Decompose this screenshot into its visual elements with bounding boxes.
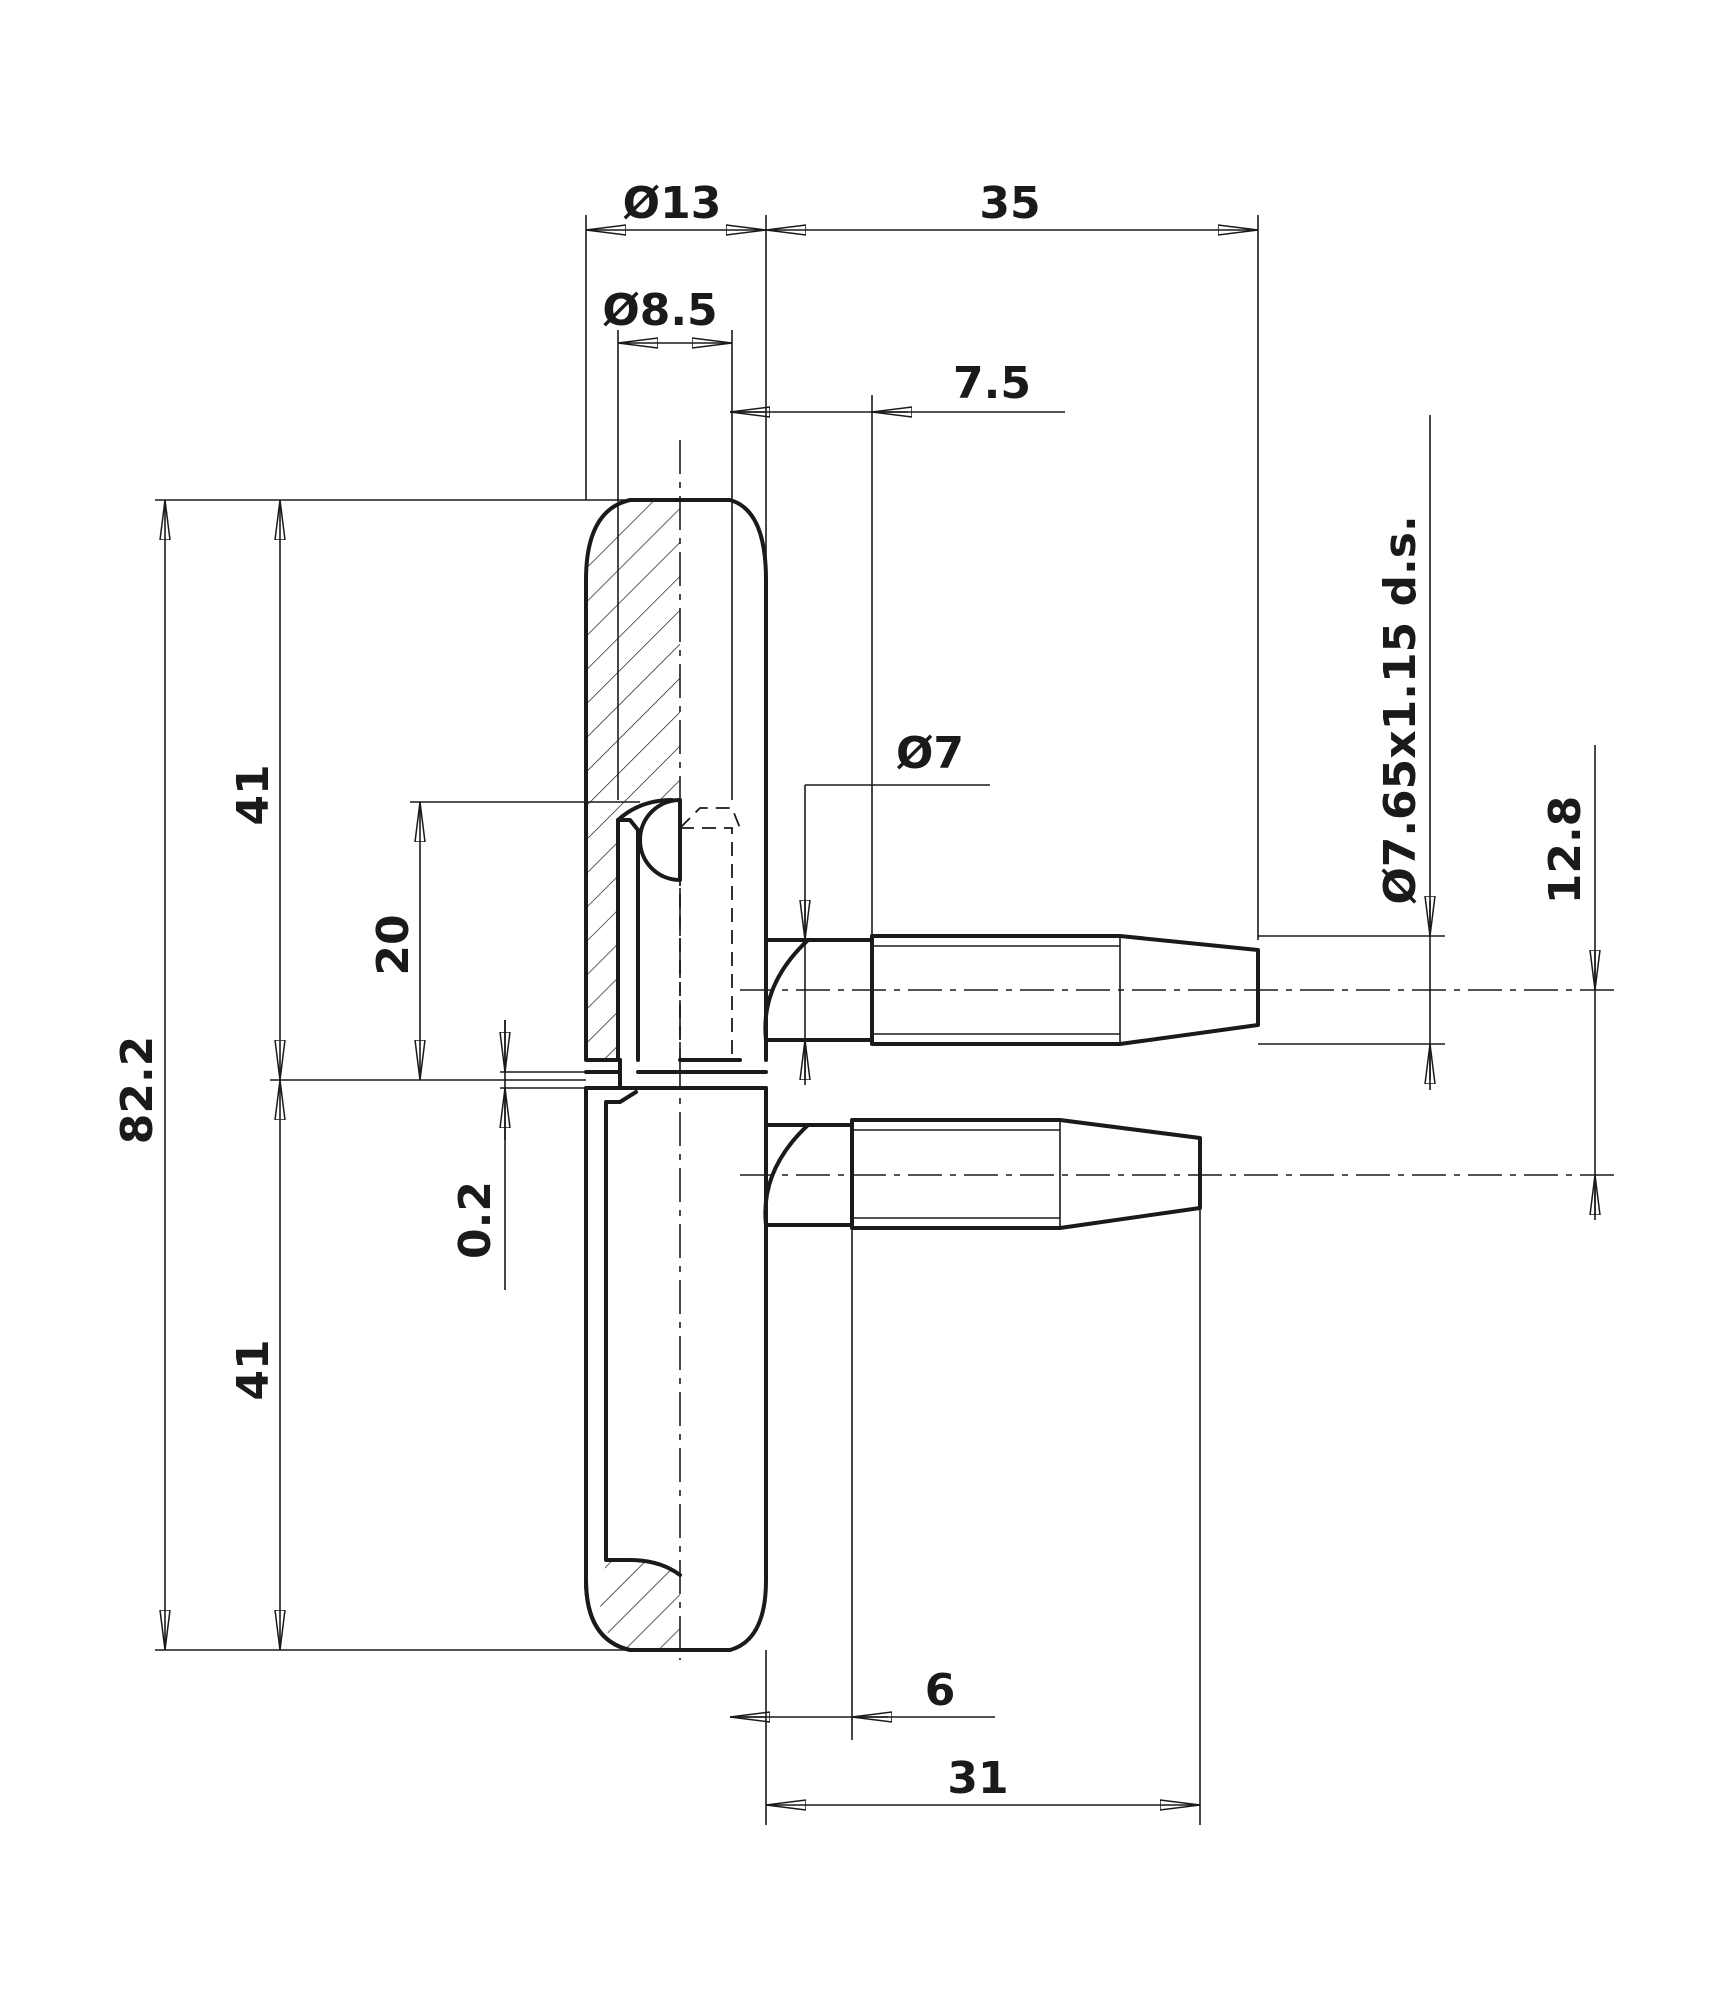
dim-dia-7: Ø7 <box>896 728 964 779</box>
dim-len-41-bottom: 41 <box>228 1339 279 1400</box>
dim-len-7-5: 7.5 <box>953 358 1031 409</box>
lower-screw-pin <box>763 1118 1202 1230</box>
hidden-pin <box>679 807 741 1060</box>
hinge-barrel <box>584 498 768 1652</box>
dim-dia-13: Ø13 <box>623 178 722 229</box>
lower-cap-hatch <box>600 1560 680 1650</box>
bearing-ball <box>638 798 682 882</box>
dim-len-41-top: 41 <box>228 764 279 825</box>
dim-len-12-8: 12.8 <box>1540 796 1591 905</box>
dim-len-20: 20 <box>368 914 419 975</box>
dim-len-82-2: 82.2 <box>112 1036 163 1145</box>
dim-len-0-2: 0.2 <box>450 1181 501 1259</box>
extension-lines <box>155 215 1596 1825</box>
dim-len-35: 35 <box>979 178 1040 229</box>
dimension-labels: Ø13 35 Ø8.5 7.5 Ø7 Ø7.65x1.15 d.s. 12.8 … <box>112 178 1591 1804</box>
dim-dia-8-5: Ø8.5 <box>602 285 717 336</box>
dimension-lines <box>165 230 1595 1805</box>
upper-knuckle-outline <box>584 498 768 1062</box>
upper-knuckle-hatch <box>586 500 680 1060</box>
dim-thread-spec: Ø7.65x1.15 d.s. <box>1375 515 1426 904</box>
dim-len-31: 31 <box>947 1753 1008 1804</box>
dim-len-6: 6 <box>925 1665 956 1716</box>
lower-knuckle-inner <box>604 1090 682 1577</box>
